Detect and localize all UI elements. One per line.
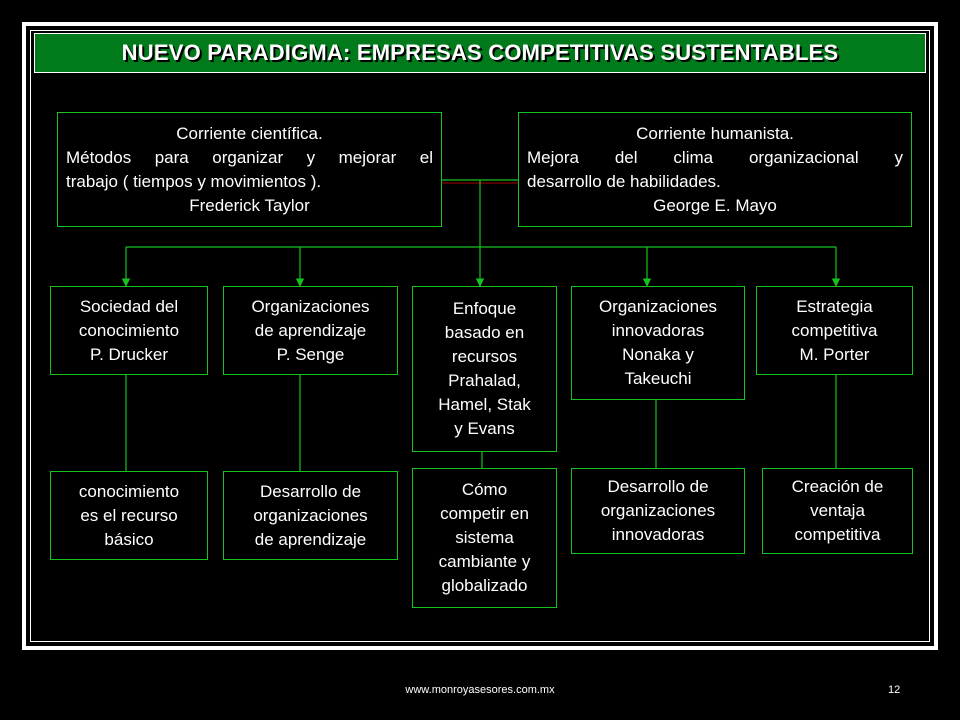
- top-box-humanist-line-4: George E. Mayo: [653, 195, 777, 215]
- bottom-box-compete-line-5: globalizado: [441, 576, 528, 595]
- top-box-scientific-line-4: Frederick Taylor: [189, 195, 310, 215]
- middle-box-senge-line-3: P. Senge: [276, 344, 345, 364]
- bottom-box-knowledge: conocimiento es el recurso básico: [50, 471, 208, 560]
- middle-box-nonaka: Organizaciones innovadoras Nonaka y Take…: [571, 286, 745, 400]
- top-box-scientific: Corriente científica. Métodos para organ…: [57, 112, 442, 227]
- slide-outer-frame: [22, 22, 938, 650]
- middle-box-drucker-line-2: conocimiento: [78, 320, 180, 340]
- middle-box-nonaka-line-2: innovadoras: [611, 321, 705, 340]
- bottom-box-knowledge-line-1: conocimiento: [78, 481, 180, 501]
- middle-box-senge-line-2: de aprendizaje: [254, 320, 367, 340]
- bottom-box-advantage-line-3: competitiva: [794, 525, 881, 544]
- bottom-box-advantage-line-1: Creación de: [791, 477, 884, 496]
- bottom-box-innovation-line-1: Desarrollo de: [607, 477, 709, 496]
- middle-box-drucker-line-1: Sociedad del: [79, 296, 179, 316]
- middle-box-nonaka-line-4: Takeuchi: [624, 369, 692, 388]
- top-box-scientific-line-1: Corriente científica.: [176, 123, 323, 143]
- bottom-box-learning: Desarrollo de organizaciones de aprendiz…: [223, 471, 398, 560]
- top-box-humanist-line-1: Corriente humanista.: [636, 123, 794, 143]
- bottom-box-compete-line-1: Cómo: [461, 480, 508, 499]
- bottom-box-compete: Cómo competir en sistema cambiante y glo…: [412, 468, 557, 608]
- top-box-scientific-line-2: Métodos para organizar y mejorar el: [66, 147, 433, 167]
- slide-inner-frame: [30, 30, 930, 642]
- bottom-box-compete-line-2: competir en: [440, 504, 529, 523]
- top-box-humanist: Corriente humanista. Mejora del clima or…: [518, 112, 912, 227]
- bottom-box-knowledge-line-2: es el recurso: [80, 505, 178, 525]
- middle-box-resources-line-1: Enfoque: [452, 299, 517, 318]
- bottom-box-compete-line-3: sistema: [455, 528, 514, 547]
- middle-box-resources-line-3: recursos: [451, 347, 518, 366]
- bottom-box-knowledge-line-3: básico: [104, 529, 154, 549]
- middle-box-resources-line-6: y Evans: [454, 419, 515, 438]
- bottom-box-learning-line-3: de aprendizaje: [254, 529, 367, 549]
- middle-box-porter-line-2: competitiva: [791, 320, 878, 340]
- middle-box-senge-line-1: Organizaciones: [251, 296, 370, 316]
- middle-box-porter-line-1: Estrategia: [796, 296, 873, 316]
- bottom-box-learning-line-1: Desarrollo de: [259, 481, 362, 501]
- bottom-box-advantage: Creación de ventaja competitiva: [762, 468, 913, 554]
- bottom-box-advantage-line-2: ventaja: [810, 501, 865, 520]
- middle-box-drucker: Sociedad del conocimiento P. Drucker: [50, 286, 208, 375]
- top-box-scientific-line-3: trabajo ( tiempos y movimientos ).: [66, 171, 322, 191]
- top-box-humanist-line-3: desarrollo de habilidades.: [527, 171, 721, 191]
- slide-title: NUEVO PARADIGMA: EMPRESAS COMPETITIVAS S…: [121, 40, 839, 65]
- middle-box-resources-line-2: basado en: [444, 323, 525, 342]
- middle-box-porter: Estrategia competitiva M. Porter: [756, 286, 913, 375]
- bottom-box-innovation-line-3: innovadoras: [611, 525, 705, 544]
- top-box-humanist-line-2: Mejora del clima organizacional y: [527, 147, 903, 167]
- title-bar: NUEVO PARADIGMA: EMPRESAS COMPETITIVAS S…: [34, 33, 926, 73]
- middle-box-resources: Enfoque basado en recursos Prahalad, Ham…: [412, 286, 557, 452]
- page-number: 12: [888, 684, 901, 696]
- middle-box-senge: Organizaciones de aprendizaje P. Senge: [223, 286, 398, 375]
- middle-box-resources-line-5: Hamel, Stak: [438, 395, 531, 414]
- middle-box-drucker-line-3: P. Drucker: [89, 344, 169, 364]
- bottom-box-innovation-line-2: organizaciones: [600, 501, 716, 520]
- middle-box-nonaka-line-1: Organizaciones: [598, 297, 718, 316]
- middle-box-resources-line-4: Prahalad,: [448, 371, 521, 390]
- bottom-box-innovation: Desarrollo de organizaciones innovadoras: [571, 468, 745, 554]
- bottom-box-compete-line-4: cambiante y: [438, 552, 531, 571]
- footer-url: www.monroyasesores.com.mx: [405, 684, 555, 696]
- bottom-box-learning-line-2: organizaciones: [253, 505, 368, 525]
- middle-box-porter-line-3: M. Porter: [799, 344, 870, 364]
- middle-box-nonaka-line-3: Nonaka y: [622, 345, 694, 364]
